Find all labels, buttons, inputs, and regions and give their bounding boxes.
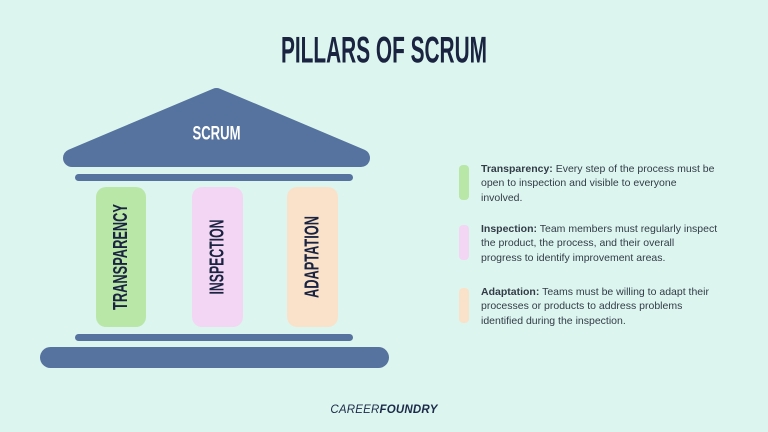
pillar-label-inspection: INSPECTION <box>207 220 229 295</box>
page-title: PILLARS OF SCRUM <box>281 30 487 71</box>
stylobate-bar <box>75 334 353 341</box>
legend-line: involved. <box>481 191 523 204</box>
legend-term: Transparency: <box>481 163 553 175</box>
pillar-label-transparency: TRANSPARENCY <box>110 204 132 310</box>
pillar-transparency <box>96 187 146 327</box>
roof-label: SCRUM <box>193 124 241 145</box>
legend-line: Inspection: Team members must regularly … <box>481 223 718 235</box>
legend-line: processes or products to address problem… <box>481 300 683 313</box>
pillar-label-adaptation: ADAPTATION <box>302 216 324 298</box>
legend-line: open to inspection and visible to everyo… <box>481 177 677 190</box>
base-platform <box>40 347 389 368</box>
legend-line: Adaptation: Teams must be willing to ada… <box>481 286 709 298</box>
legend-text-adaptation: Adaptation: Teams must be willing to ada… <box>481 285 709 328</box>
legend-line: Transparency: Every step of the process … <box>481 163 715 175</box>
transparency-color-bar <box>459 165 469 200</box>
legend-line: identified during the inspection. <box>481 314 626 327</box>
inspection-color-bar <box>459 225 469 260</box>
legend-text-transparency: Transparency: Every step of the process … <box>481 162 714 205</box>
legend-text-inspection: Inspection: Team members must regularly … <box>481 222 717 265</box>
pillar-adaptation <box>287 187 338 327</box>
temple-roof-shape <box>63 88 370 167</box>
architrave-bar <box>75 174 353 181</box>
pillar-inspection <box>192 187 243 327</box>
adaptation-color-bar <box>459 288 469 323</box>
legend-line: the product, the process, and their over… <box>481 237 675 250</box>
legend-line: progress to identify improvement areas. <box>481 251 666 264</box>
legend-item-adaptation: Adaptation: Teams must be willing to ada… <box>459 285 759 328</box>
brand-foundry: FOUNDRY <box>379 404 438 416</box>
legend-item-inspection: Inspection: Team members must regularly … <box>459 222 759 265</box>
legend-term: Adaptation: <box>481 286 540 298</box>
legend-term: Inspection: <box>481 223 538 235</box>
brand-logo: CAREERFOUNDRY <box>0 404 768 416</box>
legend-item-transparency: Transparency: Every step of the process … <box>459 162 759 205</box>
brand-career: CAREER <box>330 404 380 416</box>
